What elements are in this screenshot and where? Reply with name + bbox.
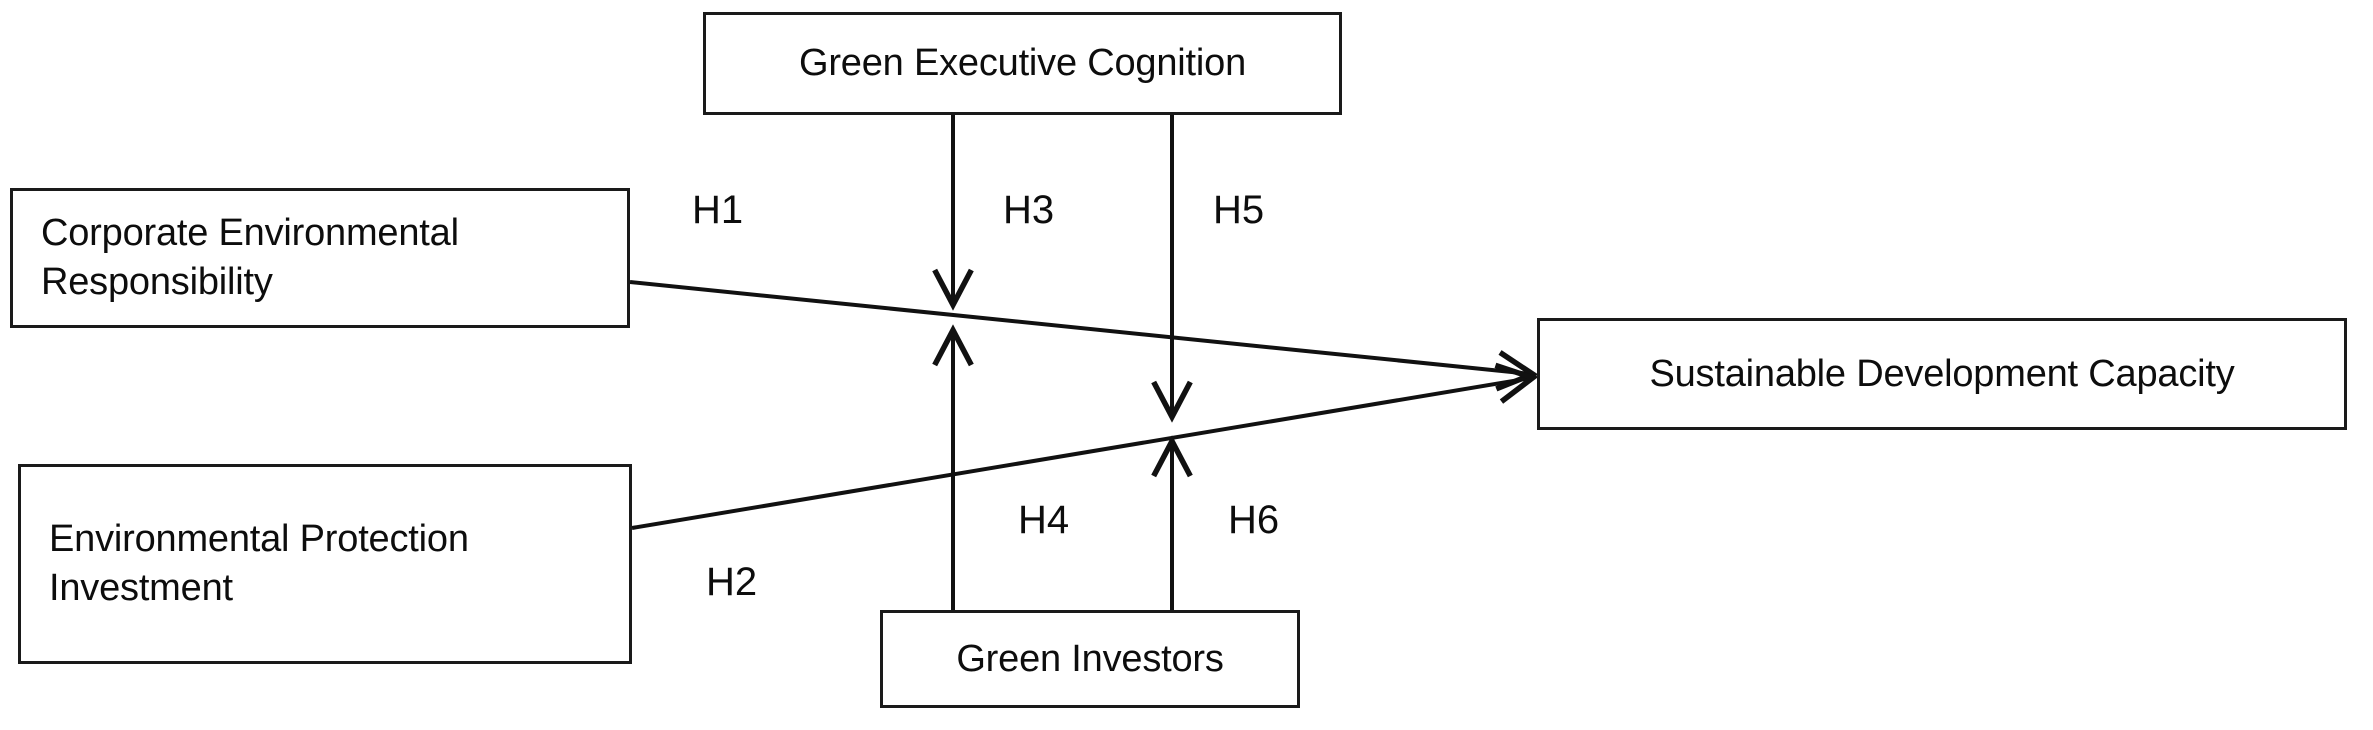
edge-label-h2: H2	[706, 560, 758, 604]
node-environmental-protection-investment-label: Environmental Protection Investment	[49, 518, 469, 609]
edge-h1-line	[629, 280, 1531, 374]
edge-label-h4: H4	[1018, 498, 1070, 542]
node-sustainable-development-capacity-label: Sustainable Development Capacity	[1649, 352, 2235, 395]
edge-label-h3: H3	[1003, 188, 1055, 232]
node-green-executive-cognition-label: Green Executive Cognition	[798, 42, 1247, 85]
edge-h2-line	[631, 378, 1531, 530]
node-green-executive-cognition[interactable]: Green Executive Cognition	[703, 12, 1342, 115]
edge-label-h1: H1	[692, 188, 744, 232]
node-green-investors[interactable]: Green Investors	[880, 610, 1300, 708]
edge-label-h5: H5	[1213, 188, 1265, 232]
node-environmental-protection-investment[interactable]: Environmental Protection Investment	[18, 464, 632, 664]
node-corporate-environmental-responsibility[interactable]: Corporate Environmental Responsibility	[10, 188, 630, 328]
node-corporate-environmental-responsibility-label: Corporate Environmental Responsibility	[41, 212, 459, 303]
edge-label-h6: H6	[1228, 498, 1280, 542]
node-sustainable-development-capacity[interactable]: Sustainable Development Capacity	[1537, 318, 2347, 430]
node-green-investors-label: Green Investors	[956, 637, 1224, 680]
